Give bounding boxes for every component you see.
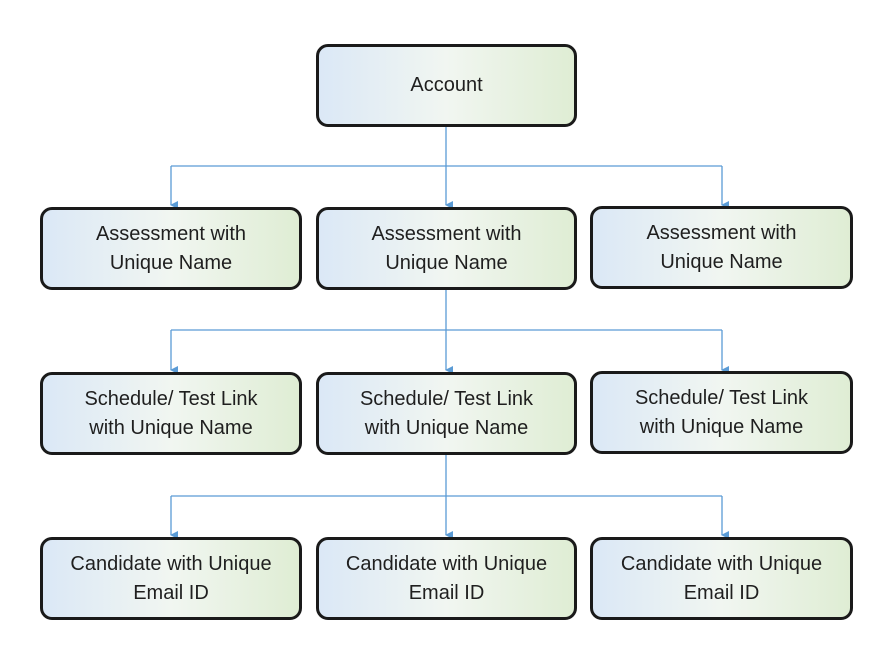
candidate-label: Candidate with Unique Email ID [70,552,272,604]
candidate-label: Candidate with Unique Email ID [345,552,548,604]
assessment-node: Assessment with Unique Name [40,207,302,290]
assessment-label: Assessment with Unique Name [646,221,797,273]
candidate-node: Candidate with Unique Email ID [40,537,302,620]
assessment-node: Assessment with Unique Name [316,207,577,290]
schedule-label: Schedule/ Test Link with Unique Name [634,386,809,438]
assessment-node: Assessment with Unique Name [590,206,853,289]
schedule-node: Schedule/ Test Link with Unique Name [590,371,853,454]
schedule-node: Schedule/ Test Link with Unique Name [40,372,302,455]
assessment-label: Assessment with Unique Name [371,222,522,274]
assessment-label: Assessment with Unique Name [95,222,247,274]
schedule-node: Schedule/ Test Link with Unique Name [316,372,577,455]
schedule-label: Schedule/ Test Link with Unique Name [359,387,534,439]
account-label: Account [410,74,483,96]
account-node: Account [316,44,577,127]
candidate-label: Candidate with Unique Email ID [620,552,823,604]
schedule-label: Schedule/ Test Link with Unique Name [84,387,258,439]
candidate-node: Candidate with Unique Email ID [590,537,853,620]
candidate-node: Candidate with Unique Email ID [316,537,577,620]
